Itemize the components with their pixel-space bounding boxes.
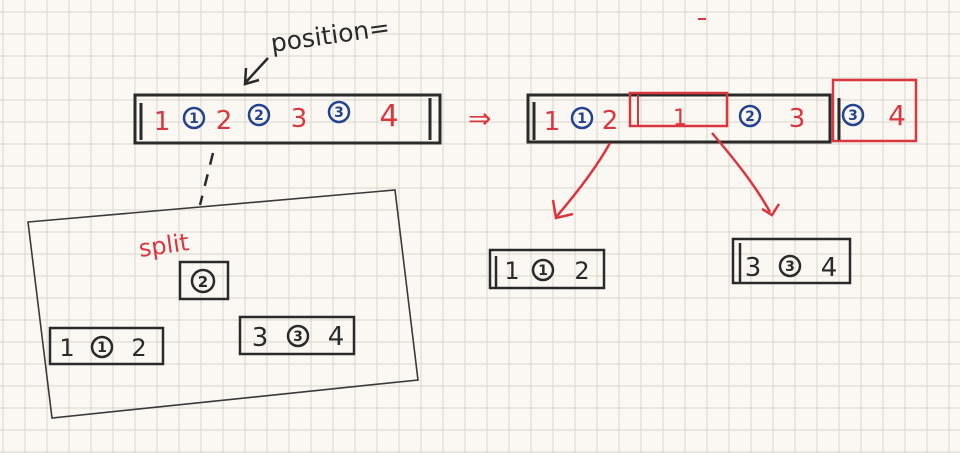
before-key-text: 3	[334, 105, 344, 121]
result-right-slot-0: 3	[745, 253, 762, 283]
promoted-key: 2	[190, 268, 216, 294]
split-left-key-circle	[90, 335, 114, 359]
after-key-2-circle	[738, 104, 762, 128]
inserted-entry-text: 1	[673, 106, 687, 131]
result-right-node-box	[731, 237, 852, 285]
result-right-key-circle	[778, 254, 802, 278]
after-node: 1 1 2 1 2 3 3 4	[526, 78, 918, 144]
split-right-slot-2: 4	[328, 322, 345, 352]
promoted-key-box	[178, 260, 230, 301]
before-key-circle	[327, 100, 351, 124]
implies-arrow: ⇒	[468, 102, 491, 135]
split-box-frame	[27, 189, 419, 419]
after-key-1-circle	[570, 106, 594, 130]
split-right-node: 3 3 4	[238, 315, 356, 356]
right-split-arrow-head	[761, 203, 781, 217]
before-node-slots: 1 1 2 2 3 3 4	[154, 99, 399, 137]
before-pointer-text: 4	[379, 99, 398, 134]
result-left-slot-0: 1	[504, 257, 519, 285]
promoted-key-text: 2	[198, 273, 208, 291]
split-connector	[198, 152, 215, 206]
split-right-node-box	[238, 315, 356, 356]
split-right-key-circle	[286, 324, 310, 348]
before-key-text: 1	[189, 111, 199, 127]
before-pointer-text: 1	[154, 107, 171, 137]
result-right-node: 3 3 4	[731, 237, 852, 285]
result-left-node-box	[488, 248, 606, 290]
overflow-ptr-4: 4	[888, 99, 906, 132]
split-box: split 2 1 1 2 3 3 4	[27, 189, 419, 419]
split-arrows	[551, 132, 781, 220]
after-node-box	[526, 93, 832, 144]
position-label: position=	[269, 13, 392, 58]
before-pointer-text: 3	[291, 104, 308, 134]
split-left-slot-2: 2	[131, 334, 146, 362]
overflow-key-circle	[841, 103, 865, 127]
after-slot-ptr-3: 3	[789, 104, 806, 134]
split-label: split	[137, 228, 191, 263]
position-arrow-head	[243, 67, 260, 86]
split-left-key-text: 1	[97, 340, 107, 356]
overflow-key-text: 3	[848, 108, 858, 124]
split-left-node: 1 1 2	[48, 326, 165, 366]
split-right-slot-0: 3	[252, 323, 269, 353]
before-node: 1 1 2 2 3 3 4	[133, 93, 442, 145]
result-left-key-text: 1	[538, 263, 548, 279]
right-split-arrow	[711, 132, 772, 213]
result-right-key-text: 3	[785, 259, 795, 275]
split-left-node-box	[48, 326, 165, 366]
before-node-box	[133, 93, 442, 145]
result-left-node: 1 1 2	[488, 248, 606, 290]
position-arrow	[245, 57, 269, 83]
after-key-1-text: 1	[577, 111, 587, 127]
left-split-arrow	[556, 142, 612, 217]
result-right-slot-2: 4	[821, 253, 838, 283]
result-left-slot-2: 2	[574, 257, 589, 285]
promoted-key-circle	[190, 268, 216, 294]
overflow-box	[831, 78, 918, 143]
after-slot-ptr-1: 1	[544, 107, 561, 137]
before-key-circle	[247, 103, 271, 127]
after-key-2-text: 2	[745, 109, 755, 125]
before-key-text: 2	[254, 108, 264, 124]
split-right-key-text: 3	[293, 329, 303, 345]
after-slot-ptr-2: 2	[602, 106, 619, 136]
before-key-circle	[182, 106, 206, 130]
split-left-slot-0: 1	[59, 334, 74, 362]
result-left-key-circle	[531, 258, 555, 282]
before-pointer-text: 2	[216, 106, 233, 136]
left-split-arrow-head	[551, 199, 574, 220]
